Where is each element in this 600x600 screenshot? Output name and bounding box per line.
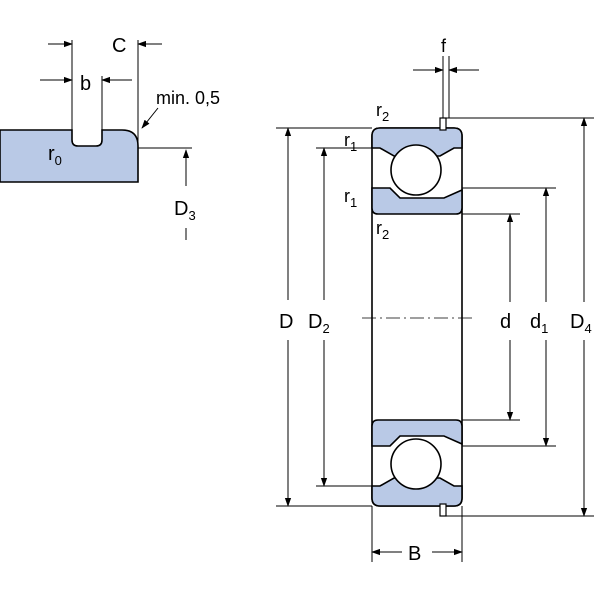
bottom-snap-groove xyxy=(439,503,447,517)
bottom-outer-ring xyxy=(371,477,463,507)
top-outer-ring xyxy=(371,127,463,157)
bottom-inner-ring xyxy=(371,419,463,447)
label-D4: D4 xyxy=(570,311,592,336)
label-r0: r0 xyxy=(48,143,62,168)
label-r2-top: r2 xyxy=(376,100,389,124)
bearing-section: f D D2 d d1 D4 B xyxy=(276,36,594,565)
label-B: B xyxy=(408,543,421,565)
label-f: f xyxy=(441,36,447,56)
top-inner-ring xyxy=(371,187,463,215)
label-d3: D3 xyxy=(174,198,196,223)
min-leader xyxy=(141,107,159,129)
groove-detail: C b min. 0,5 r0 D3 xyxy=(0,35,220,240)
top-snap-groove xyxy=(439,117,447,131)
groove-section xyxy=(0,129,139,183)
label-b: b xyxy=(80,73,91,95)
label-r1-top: r1 xyxy=(344,130,357,154)
label-d: d xyxy=(500,311,511,333)
label-D2: D2 xyxy=(308,311,330,336)
label-r1-mid: r1 xyxy=(344,186,357,210)
label-D: D xyxy=(279,311,293,333)
label-r2-mid: r2 xyxy=(376,218,389,242)
bottom-ball xyxy=(390,438,442,490)
label-c: C xyxy=(112,35,126,57)
label-d1: d1 xyxy=(530,311,548,336)
top-ball xyxy=(390,144,442,196)
label-min: min. 0,5 xyxy=(156,88,220,108)
